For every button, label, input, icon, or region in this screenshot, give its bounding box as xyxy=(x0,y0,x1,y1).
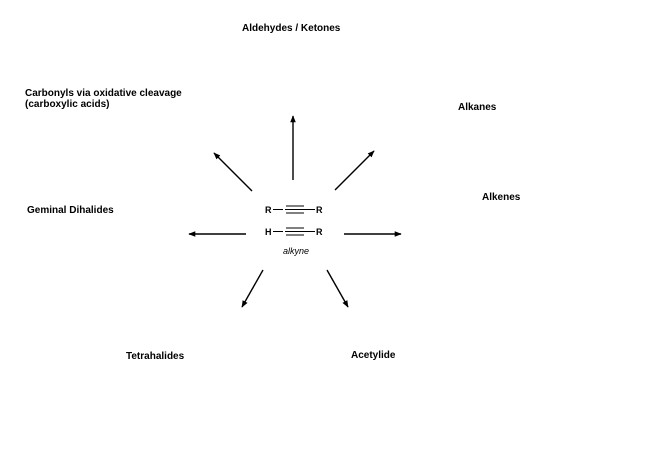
terminal-alkyne-structure: H R xyxy=(265,227,323,237)
arrow-to-acetylide xyxy=(326,269,349,308)
label-alkenes: Alkenes xyxy=(482,192,521,203)
label-tetrahalides: Tetrahalides xyxy=(126,351,185,362)
arrow-to-alkanes xyxy=(334,150,375,191)
label-aldehydes-ketones: Aldehydes / Ketones xyxy=(242,23,341,34)
label-geminal-dihalides: Geminal Dihalides xyxy=(27,205,114,216)
arrow-to-tetrahalides xyxy=(241,269,264,308)
label-alkanes: Alkanes xyxy=(458,102,497,113)
label-carbonyls-line2: (carboxylic acids) xyxy=(25,99,110,110)
internal-right-group: R xyxy=(316,205,323,215)
arrow-to-carbonyls xyxy=(213,152,253,192)
internal-left-group: R xyxy=(265,205,272,215)
alkyne-caption: alkyne xyxy=(283,246,309,256)
label-carbonyls-line1: Carbonyls via oxidative cleavage xyxy=(25,88,182,99)
terminal-right-group: R xyxy=(316,227,323,237)
internal-alkyne-structure: R R xyxy=(265,205,323,215)
label-acetylide: Acetylide xyxy=(351,350,396,361)
terminal-left-group: H xyxy=(265,227,272,237)
label-carbonyls-oxidative-cleavage: Carbonyls via oxidative cleavage (carbox… xyxy=(25,88,182,110)
